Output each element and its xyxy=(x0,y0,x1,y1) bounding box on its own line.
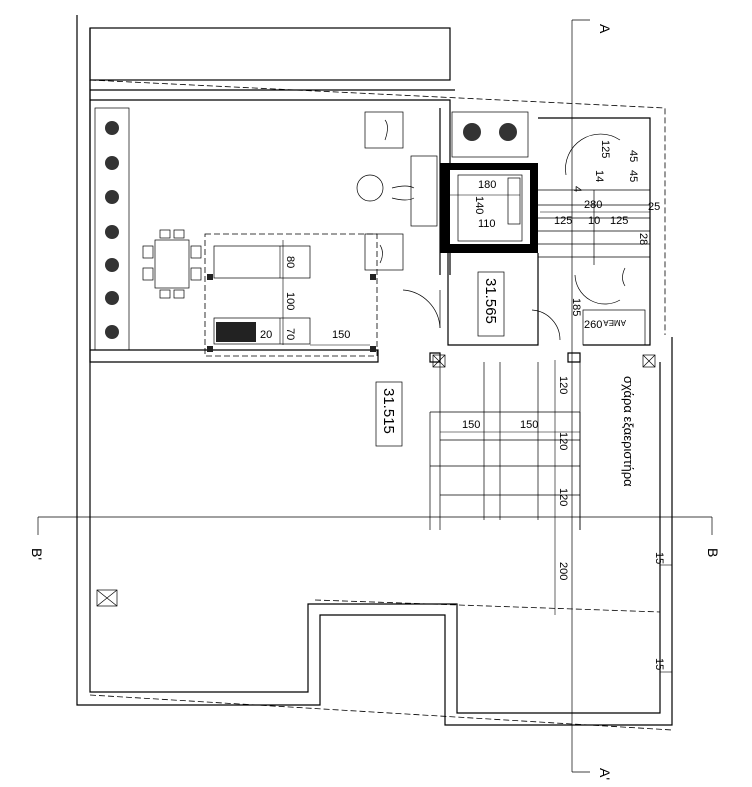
elevator-core xyxy=(440,163,538,253)
dimension-lines xyxy=(282,194,672,673)
dim-stair-right: 25 xyxy=(648,201,660,213)
dim-stair-r2: 14 xyxy=(593,170,605,182)
dim-elevator-depth: 140 xyxy=(473,196,485,214)
dim-bed-width-2: 70 xyxy=(284,328,296,340)
ramp xyxy=(429,352,581,530)
dim-stair-width: 280 xyxy=(584,199,602,211)
dim-ramp-w2: 150 xyxy=(520,419,538,431)
stair-core xyxy=(447,117,651,346)
dim-stair-sub-b: 10 xyxy=(588,215,600,227)
dim-door: 150 xyxy=(332,329,350,341)
dim-ramp-length: 185 xyxy=(570,298,582,316)
dim-clear-height: 200 xyxy=(557,562,569,580)
dim-stair-r3: 45 xyxy=(627,150,639,162)
dim-ramp-seg2: 120 xyxy=(557,432,569,450)
dim-elevator-door: 110 xyxy=(478,218,496,230)
dim-amea-width: 260 xyxy=(584,319,602,331)
section-label-a-bottom: A' xyxy=(597,768,613,780)
dim-stair-r1: 125 xyxy=(599,140,611,158)
dim-edge-b: 15 xyxy=(653,658,665,670)
level-tag-roof: 31.515 xyxy=(375,381,403,447)
door-swings xyxy=(402,289,561,341)
section-label-a-top: A xyxy=(597,24,613,34)
lounge-seating xyxy=(356,111,438,271)
dim-stair-r4: 45 xyxy=(627,170,639,182)
dim-stair-tread: 28 xyxy=(637,233,649,245)
dim-stair-r5: 4 xyxy=(571,186,583,192)
section-label-b-right: B xyxy=(705,548,721,557)
level-tag-stair-core: 31.565 xyxy=(477,271,505,337)
svg-text:31.515: 31.515 xyxy=(380,388,397,434)
roof-outline xyxy=(89,79,673,731)
planter-top xyxy=(451,111,529,158)
dim-bed-width: 80 xyxy=(284,256,296,268)
dim-elevator-width: 180 xyxy=(478,179,496,191)
vent-boxes xyxy=(96,354,656,607)
dim-stair-sub-a: 125 xyxy=(554,215,572,227)
svg-text:31.565: 31.565 xyxy=(482,278,499,324)
pergola xyxy=(204,233,378,357)
section-label-b-left: B' xyxy=(29,548,45,560)
dim-edge-a: 15 xyxy=(653,552,665,564)
dining-table xyxy=(142,229,202,299)
label-outdoor-space: σχάρα εξαεριστήρα xyxy=(621,376,636,487)
dim-sink: 20 xyxy=(260,329,272,341)
plant-row-left xyxy=(105,121,119,339)
dim-ramp-seg1: 120 xyxy=(557,376,569,394)
section-lines xyxy=(37,19,713,773)
dim-stair-sub-c: 125 xyxy=(610,215,628,227)
label-amea: ΑΜΕΑ xyxy=(603,318,626,327)
sun-loungers xyxy=(207,245,376,352)
dim-bed-gap: 100 xyxy=(284,292,296,310)
dim-ramp-w1: 150 xyxy=(462,419,480,431)
outer-walls xyxy=(76,15,673,726)
dim-ramp-seg3: 120 xyxy=(557,488,569,506)
planter xyxy=(94,107,130,351)
